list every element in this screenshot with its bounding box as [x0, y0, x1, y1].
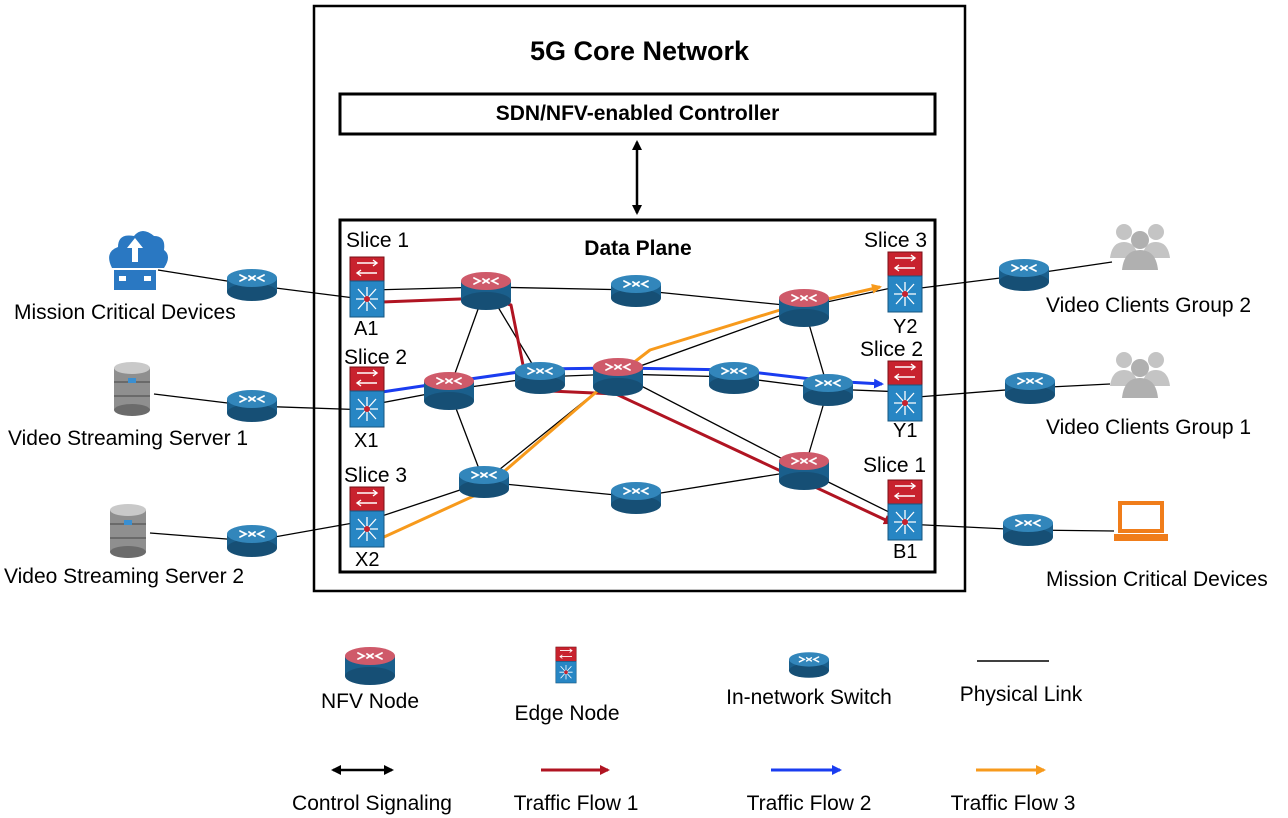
- controller-label: SDN/NFV-enabled Controller: [495, 102, 780, 125]
- nfv-node-icon: [460, 271, 512, 311]
- switch-icon: [458, 465, 510, 499]
- database-server-2-icon: [110, 504, 146, 558]
- edge-node-x1-icon: [349, 366, 385, 428]
- edge-node-a1-name: A1: [354, 318, 379, 340]
- core-network-title: 5G Core Network: [529, 36, 750, 66]
- video-clients-1-icon: [1110, 352, 1170, 398]
- mission-critical-left-label: Mission Critical Devices: [14, 301, 236, 324]
- video-server-1-label: Video Streaming Server 1: [8, 427, 249, 450]
- switch-icon: [802, 373, 854, 407]
- slice-label-y2: Slice 3: [864, 229, 928, 252]
- switch-icon: [226, 268, 278, 302]
- edge-node-x2-icon: [349, 486, 385, 548]
- edge-node-x1-name: X1: [354, 430, 379, 452]
- video-clients-2-label: Video Clients Group 2: [1046, 294, 1252, 317]
- database-server-1-icon: [114, 362, 150, 416]
- video-clients-2-icon: [1110, 224, 1170, 270]
- legend-physical-link-label: Physical Link: [959, 683, 1083, 706]
- slice-label-a1: Slice 1: [346, 229, 410, 252]
- edge-node-b1-icon: [887, 479, 923, 541]
- edge-node-y2-icon: [887, 251, 923, 313]
- switch-icon: [514, 361, 566, 395]
- slice-label-x2: Slice 3: [344, 464, 408, 487]
- switch-icon: [998, 258, 1050, 292]
- edge-node-b1-name: B1: [893, 541, 918, 563]
- edge-node-a1-icon: [349, 256, 385, 318]
- switch-icon: [226, 389, 278, 423]
- legend-traffic-flow-3-label: Traffic Flow 3: [950, 792, 1076, 815]
- legend-nfv-node-label: NFV Node: [320, 690, 420, 713]
- edge-node-x2-name: X2: [355, 549, 380, 571]
- switch-icon: [1002, 513, 1054, 547]
- video-server-2-label: Video Streaming Server 2: [4, 565, 245, 588]
- switch-icon: [1004, 371, 1056, 405]
- legend-switch-label: In-network Switch: [726, 686, 892, 709]
- laptop-icon: [1114, 501, 1168, 541]
- switch-icon: [708, 361, 760, 395]
- legend-edge-node-icon: [555, 646, 577, 684]
- data-plane-label: Data Plane: [584, 237, 692, 260]
- switch-icon: [226, 524, 278, 558]
- legend-switch-icon: [788, 651, 830, 679]
- nfv-node-icon: [778, 288, 830, 328]
- slice-label-b1: Slice 1: [863, 454, 927, 477]
- core-network-box: [312, 4, 967, 593]
- legend-traffic-flow-2-label: Traffic Flow 2: [746, 792, 872, 815]
- slice-label-y1: Slice 2: [860, 338, 924, 361]
- legend-control-signaling-label: Control Signaling: [292, 792, 452, 815]
- video-clients-1-label: Video Clients Group 1: [1046, 416, 1252, 439]
- mission-critical-right-label: Mission Critical Devices: [1046, 568, 1268, 591]
- nfv-node-icon: [778, 451, 830, 491]
- edge-node-y2-name: Y2: [893, 316, 918, 338]
- controller-box: [338, 92, 937, 136]
- nfv-node-icon: [423, 371, 475, 411]
- legend-edge-node-label: Edge Node: [514, 702, 620, 725]
- switch-icon: [610, 481, 662, 515]
- nfv-node-icon: [592, 357, 644, 397]
- legend-traffic-flow-1-label: Traffic Flow 1: [513, 792, 639, 815]
- edge-node-y1-name: Y1: [893, 420, 918, 442]
- cloud-device-icon: [109, 231, 168, 290]
- slice-label-x1: Slice 2: [344, 346, 408, 369]
- edge-node-y1-icon: [887, 360, 923, 422]
- switch-icon: [610, 274, 662, 308]
- legend-nfv-node-icon: [344, 646, 396, 686]
